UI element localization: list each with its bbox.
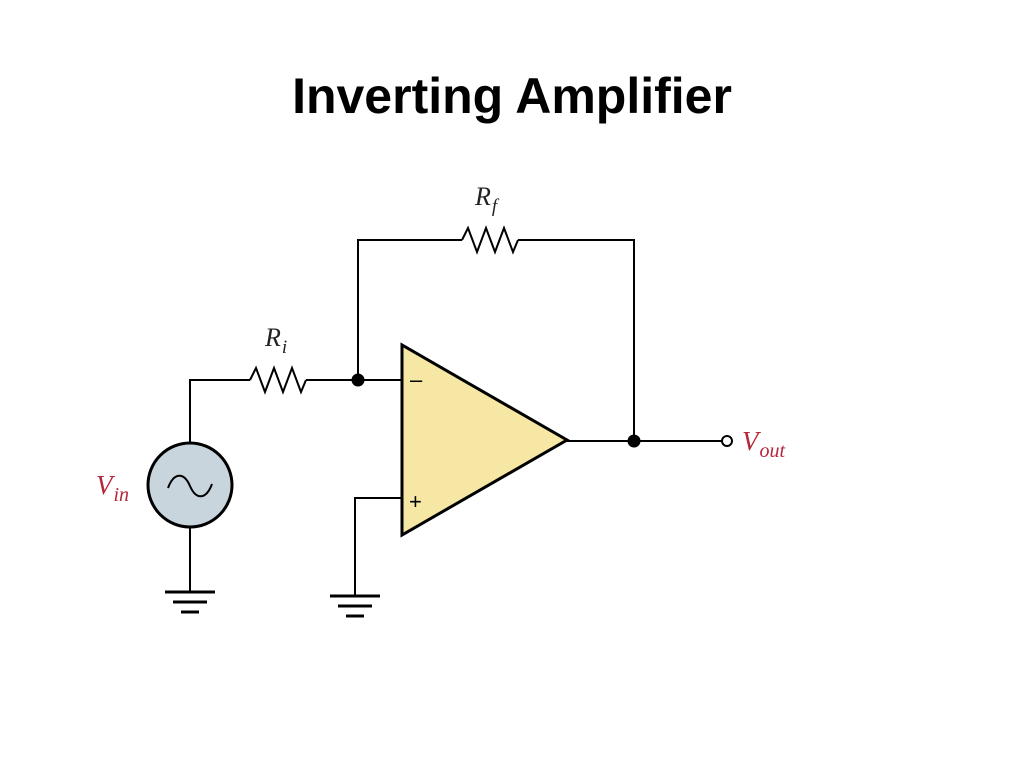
- junction-dot: [351, 373, 365, 387]
- inverting-input-sign: –: [410, 367, 423, 392]
- junction-dot: [627, 434, 641, 448]
- output-path: [567, 435, 733, 447]
- input-path: [189, 365, 402, 443]
- non-inverting-input-sign: +: [409, 489, 422, 514]
- feedback-path: [357, 225, 635, 441]
- non-inverting-ground-path: [354, 497, 402, 596]
- output-terminal: [721, 435, 733, 447]
- slide-title: Inverting Amplifier: [292, 68, 732, 124]
- rf-resistor: [461, 225, 519, 255]
- ac-voltage-source: [146, 441, 234, 592]
- ri-label: Ri: [264, 323, 287, 358]
- sine-wave-icon: [167, 474, 213, 498]
- ri-resistor: [249, 365, 307, 395]
- ground-icon: [330, 594, 380, 618]
- rf-label: Rf: [474, 182, 500, 217]
- ground-icon: [165, 590, 215, 614]
- vin-label: Vin: [96, 470, 129, 506]
- op-amp: – +: [400, 342, 571, 538]
- vout-label: Vout: [742, 426, 786, 462]
